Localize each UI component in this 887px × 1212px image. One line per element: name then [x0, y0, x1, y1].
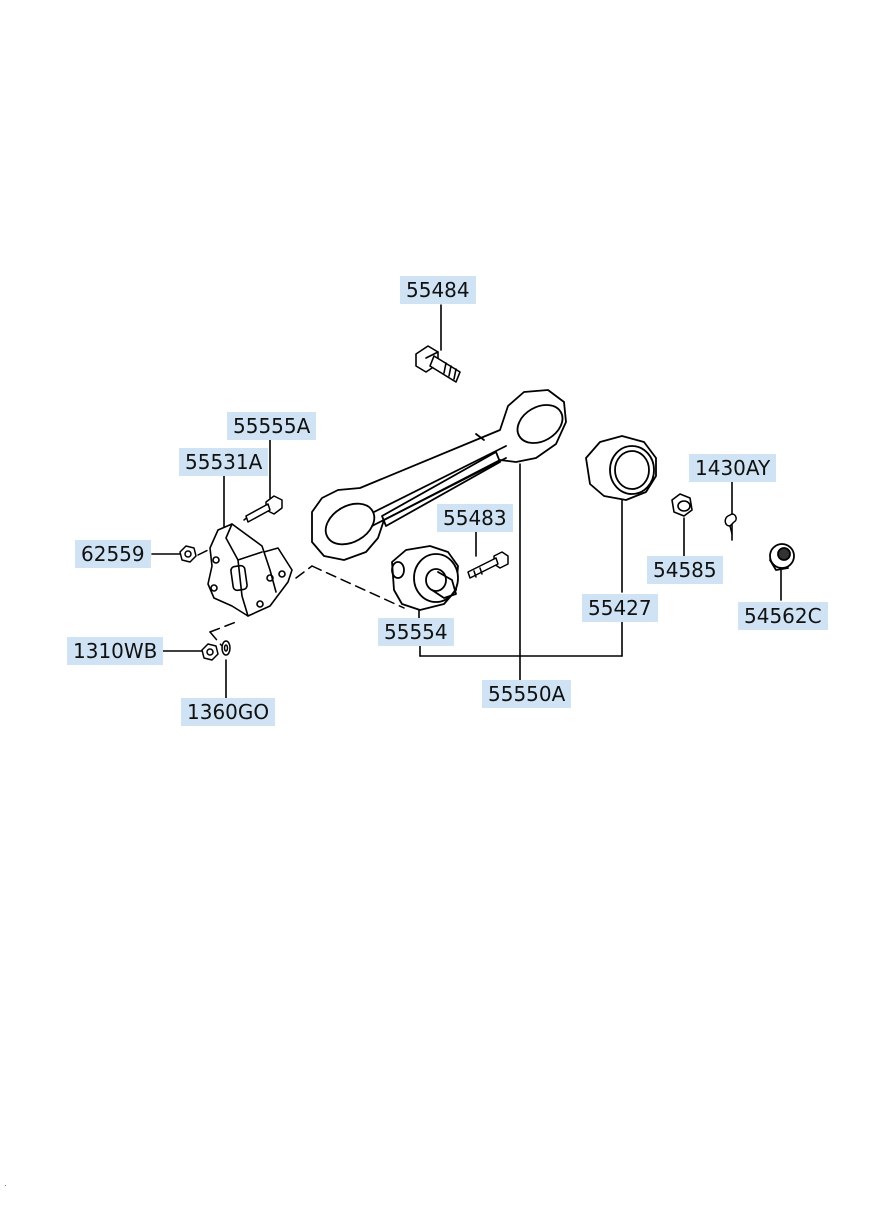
nut-62559-icon[interactable] [179, 545, 197, 563]
label-54585[interactable]: 54585 [647, 556, 723, 584]
nut-1310WB-icon[interactable] [201, 643, 219, 661]
cotter-pin-1430AY-icon[interactable] [724, 513, 737, 535]
cap-54562C-icon[interactable] [769, 543, 795, 571]
bracket-55531A-icon[interactable] [207, 523, 293, 617]
washer-1360GO-icon[interactable] [221, 640, 231, 656]
arm-55550A-icon[interactable] [311, 389, 569, 561]
corner-dot: . [4, 1179, 7, 1188]
label-1310WB[interactable]: 1310WB [67, 637, 164, 665]
label-55554[interactable]: 55554 [378, 618, 454, 646]
sleeve-55427-icon[interactable] [585, 435, 657, 501]
assembly-dashed-lines [197, 511, 405, 647]
label-55427[interactable]: 55427 [582, 594, 658, 622]
bolt-55483-icon[interactable] [467, 551, 509, 579]
leader-lines [151, 304, 782, 699]
nut-54585-icon[interactable] [671, 493, 693, 517]
label-55484[interactable]: 55484 [400, 276, 476, 304]
bolt-55484-icon[interactable] [415, 345, 461, 383]
label-54562C[interactable]: 54562C [738, 602, 828, 630]
label-1430AY[interactable]: 1430AY [689, 454, 777, 482]
label-55531A[interactable]: 55531A [179, 448, 269, 476]
label-1360GO[interactable]: 1360GO [181, 698, 276, 726]
bolt-55555A-icon[interactable] [245, 495, 283, 523]
label-55550A[interactable]: 55550A [482, 680, 572, 708]
label-62559[interactable]: 62559 [75, 540, 151, 568]
label-55483[interactable]: 55483 [437, 504, 513, 532]
bushing-55554-icon[interactable] [391, 545, 459, 611]
label-55555A[interactable]: 55555A [227, 412, 317, 440]
